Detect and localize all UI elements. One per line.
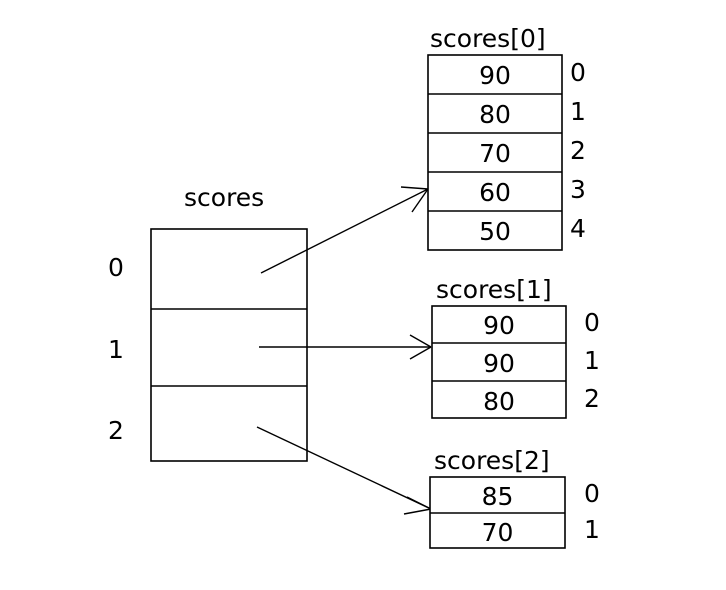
scores0-cell-4: 50 (479, 217, 511, 246)
scores2-index-1: 1 (584, 515, 600, 544)
scores1-box (431, 305, 567, 419)
scores2-cell-0: 85 (481, 482, 514, 511)
scores2-title: scores[2] (434, 446, 550, 475)
outer-array-index-1: 1 (108, 335, 124, 364)
outer-array-index-2: 2 (108, 416, 124, 445)
scores0-cell-3: 60 (479, 178, 511, 207)
scores1-cell-0: 90 (483, 311, 515, 340)
outer-array-box (150, 228, 308, 462)
scores1-index-2: 2 (584, 384, 600, 413)
outer-array-title: scores (184, 183, 265, 212)
scores1-index-1: 1 (584, 346, 600, 375)
scores0-index-2: 2 (570, 136, 586, 165)
scores0-box (427, 54, 563, 251)
scores0-cell-0: 90 (479, 61, 511, 90)
arrow-outer0-to-scores0 (260, 186, 429, 274)
scores1-cell-1: 90 (483, 349, 515, 378)
arrow-outer1-to-scores1 (259, 334, 432, 360)
scores0-title: scores[0] (430, 24, 546, 53)
scores0-index-1: 1 (570, 97, 586, 126)
scores0-index-3: 3 (570, 175, 586, 204)
scores1-title: scores[1] (436, 275, 552, 304)
scores1-index-0: 0 (584, 308, 600, 337)
arrow-outer2-to-scores2 (256, 426, 432, 515)
scores0-cell-1: 80 (479, 100, 511, 129)
scores0-index-0: 0 (570, 58, 586, 87)
scores2-index-0: 0 (584, 479, 600, 508)
scores2-cell-1: 70 (481, 518, 514, 547)
outer-array-index-0: 0 (108, 253, 124, 282)
scores0-index-4: 4 (570, 214, 586, 243)
scores1-cell-2: 80 (483, 387, 515, 416)
scores0-cell-2: 70 (479, 139, 511, 168)
